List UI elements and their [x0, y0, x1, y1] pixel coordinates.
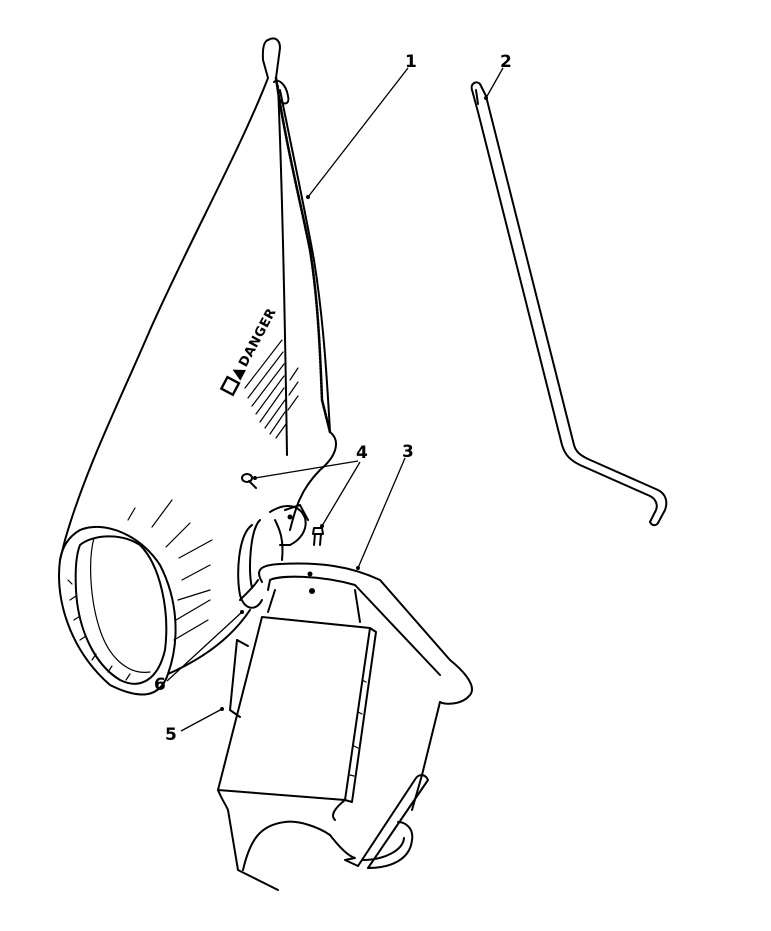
callout-3: 3	[402, 442, 414, 462]
hand-warning-icon	[219, 375, 241, 397]
bag-opening	[58, 499, 213, 696]
callout-5: 5	[165, 725, 177, 745]
callout-2: 2	[500, 52, 512, 72]
danger-hatching	[244, 339, 299, 439]
leader-3	[357, 457, 406, 569]
leader-1	[307, 67, 409, 198]
leader-2	[485, 67, 504, 99]
frame-part	[258, 562, 473, 705]
bag-part: DANGER	[58, 37, 337, 696]
leader-6	[166, 611, 243, 682]
warning-triangle-icon	[232, 369, 246, 381]
leader-5	[180, 708, 223, 732]
rod-part	[470, 81, 668, 527]
callout-labels: 1 2 3 4 5 6	[154, 52, 512, 745]
leader-lines	[166, 67, 504, 732]
callout-6: 6	[154, 675, 166, 695]
fastener-parts	[241, 473, 324, 546]
callout-1: 1	[405, 52, 417, 72]
danger-text: DANGER	[236, 306, 279, 370]
callout-4: 4	[356, 443, 368, 463]
danger-label: DANGER	[219, 306, 280, 397]
handle-part	[237, 504, 309, 609]
chute-part	[217, 589, 441, 891]
leader-4a	[254, 460, 359, 479]
leader-4b	[321, 461, 361, 527]
